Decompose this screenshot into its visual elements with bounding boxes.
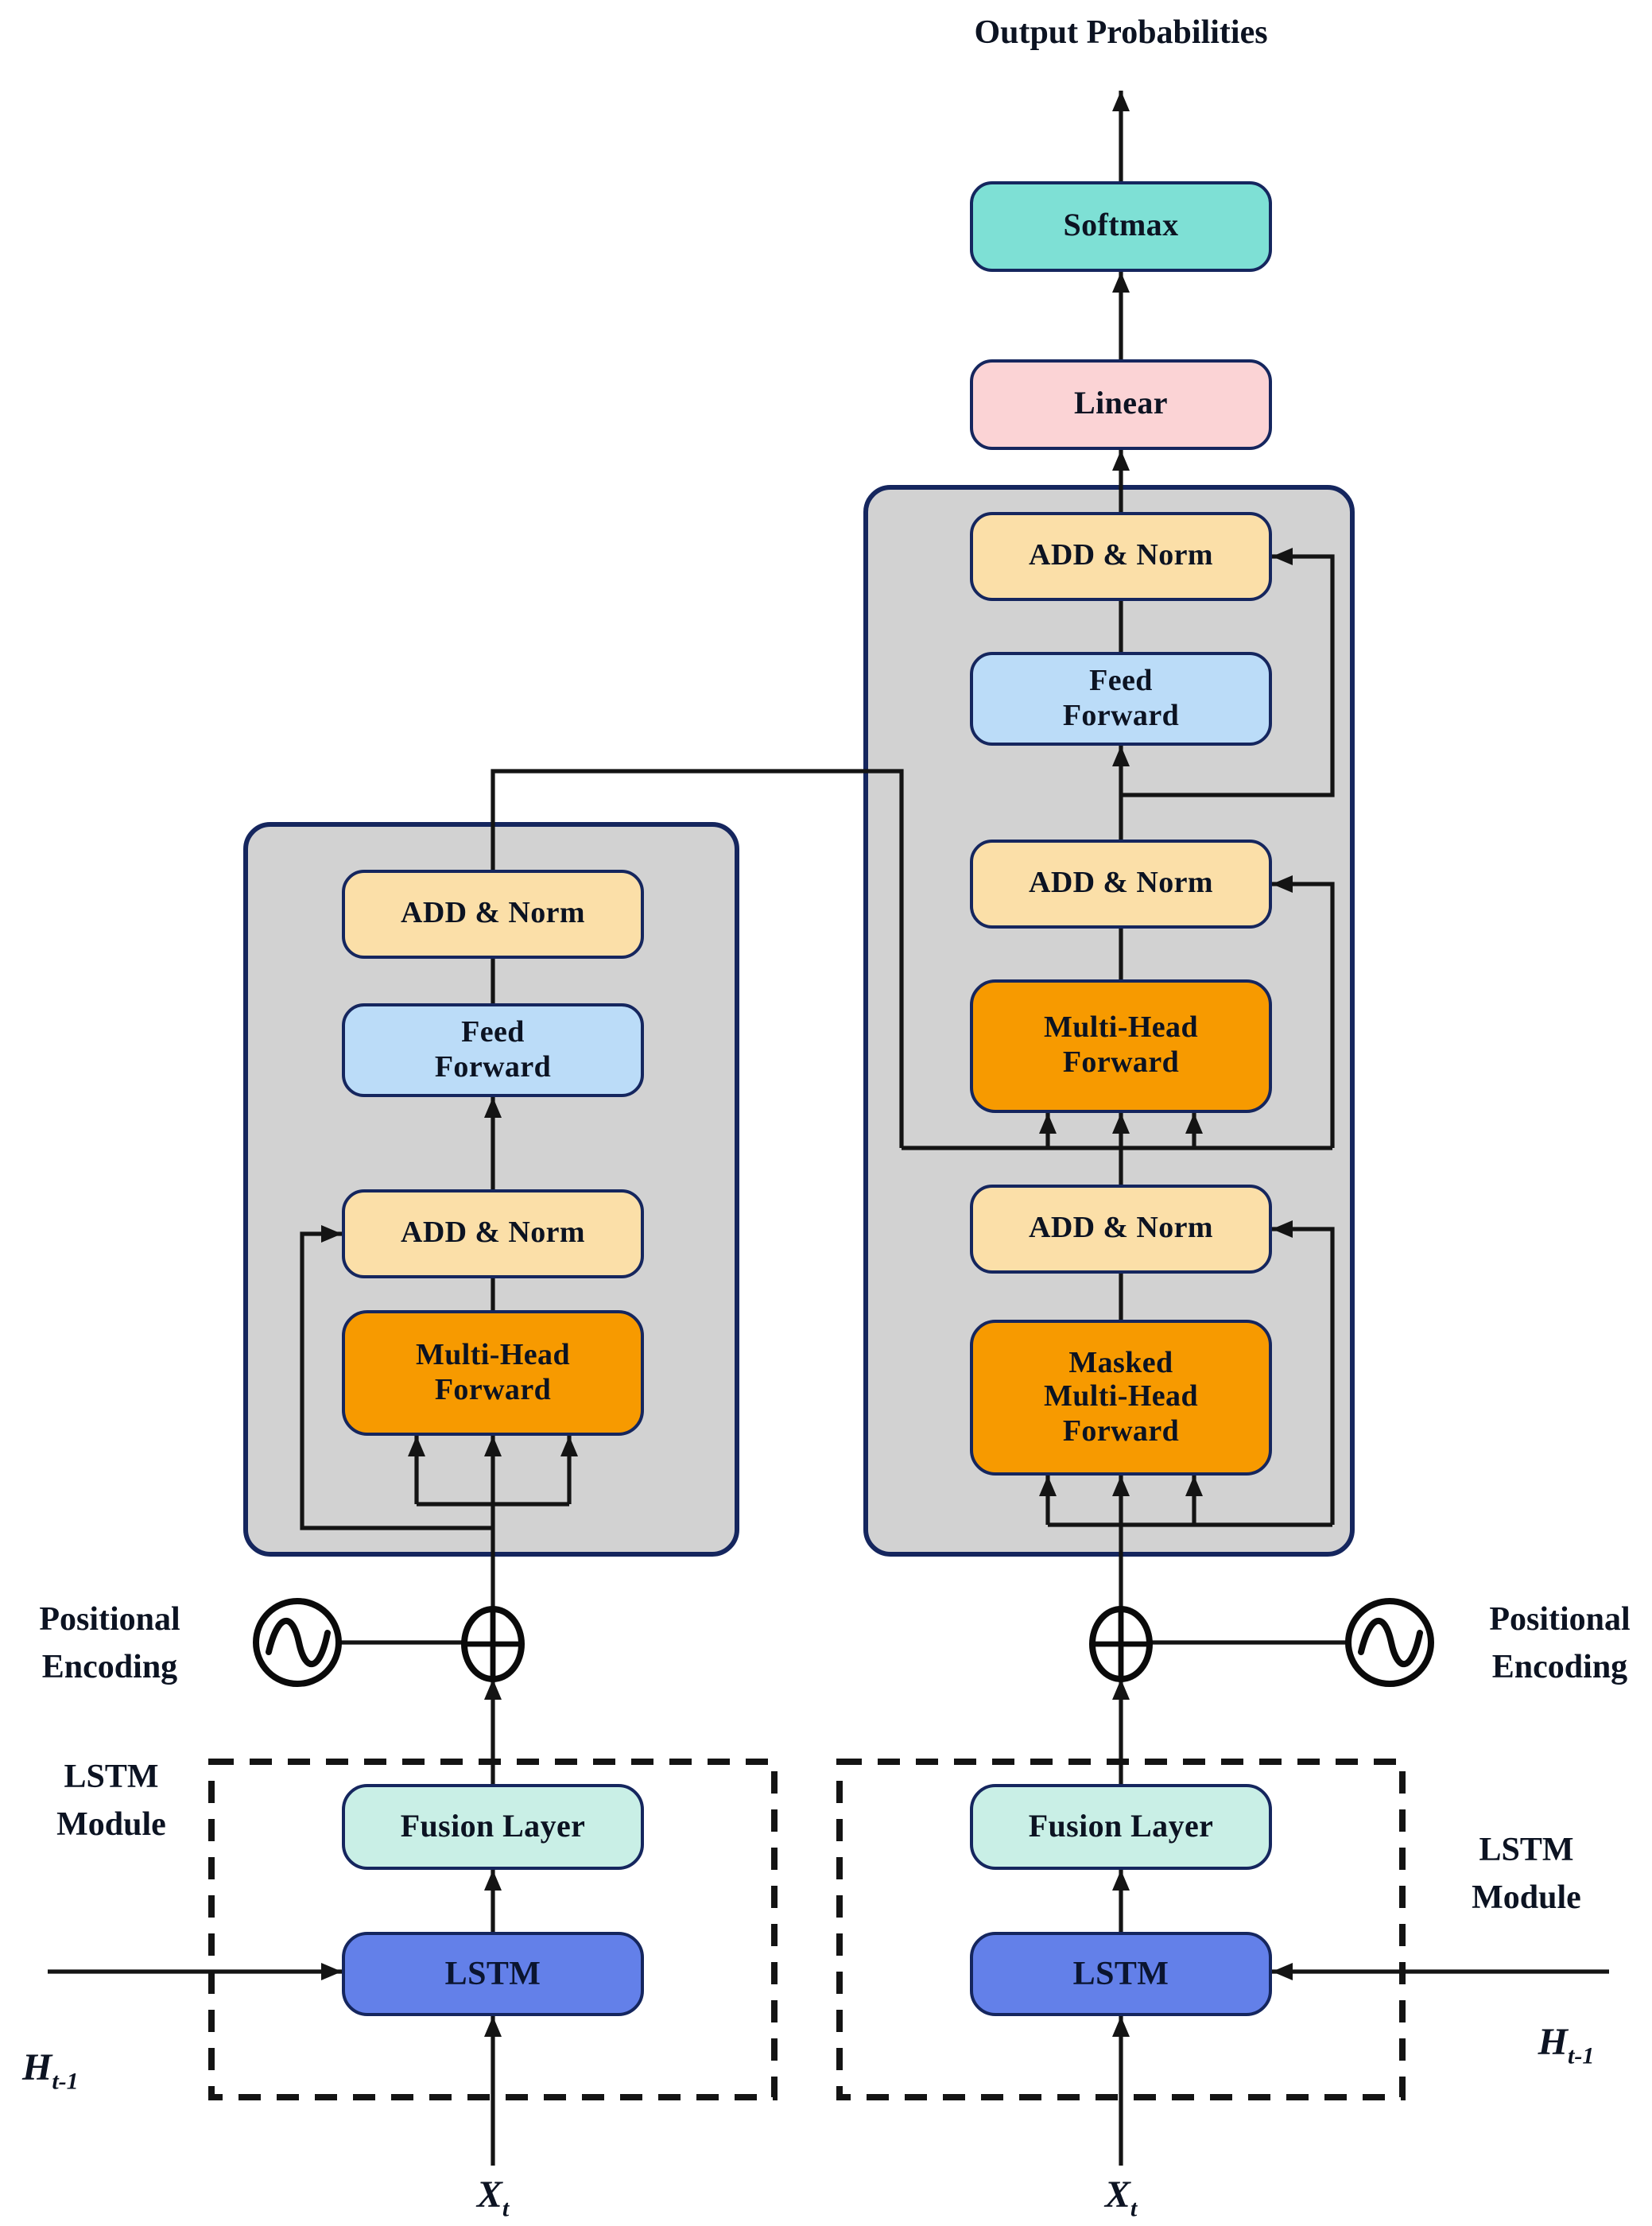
plus-add-icon	[1089, 1606, 1153, 1682]
linear-box: Linear	[970, 359, 1272, 450]
lstm-module-label-right: LSTM Module	[1472, 1830, 1581, 1917]
encoder-input-trident	[408, 1436, 578, 1609]
input-label-right: Xt	[1104, 2175, 1138, 2223]
input-label-left: Xt	[476, 2175, 510, 2223]
decoder-residual-1	[1121, 548, 1335, 797]
positional-sum-connectors	[339, 1640, 1348, 1784]
encoder-add-norm-bottom: ADD & Norm	[342, 1189, 644, 1278]
encoder-residual-left	[300, 1225, 493, 1530]
positional-encoding-label-right: Positional Encoding	[1489, 1600, 1631, 1686]
fusion-layer-right: Fusion Layer	[970, 1784, 1272, 1870]
output-probabilities-label: Output Probabilities	[974, 13, 1268, 51]
plus-add-icon	[461, 1606, 525, 1682]
decoder-multi-head-forward: Multi-Head Forward	[970, 979, 1272, 1113]
decoder-masked-multi-head-forward: Masked Multi-Head Forward	[970, 1320, 1272, 1476]
encoder-add-norm-top: ADD & Norm	[342, 870, 644, 959]
positional-encoding-label-left: Positional Encoding	[39, 1600, 180, 1686]
decoder-add-norm-top: ADD & Norm	[970, 512, 1272, 601]
sine-wave-icon	[1345, 1598, 1434, 1687]
lstm-to-fusion-arrows	[484, 1870, 1130, 1932]
lstm-box-left: LSTM	[342, 1932, 644, 2016]
encoder-feed-forward: Feed Forward	[342, 1003, 644, 1097]
lstm-module-label-left: LSTM Module	[56, 1757, 166, 1844]
encoder-multi-head-forward: Multi-Head Forward	[342, 1310, 644, 1436]
decoder-add-norm-bottom: ADD & Norm	[970, 1185, 1272, 1274]
decoder-masked-trident	[1039, 1476, 1332, 1609]
decoder-residual-3	[1272, 1220, 1335, 1525]
hidden-state-label-left: Ht-1	[22, 2048, 79, 2096]
fusion-layer-left: Fusion Layer	[342, 1784, 644, 1870]
decoder-cross-attention-trident	[902, 1113, 1332, 1150]
hidden-state-label-right: Ht-1	[1538, 2022, 1595, 2070]
decoder-feed-forward: Feed Forward	[970, 652, 1272, 746]
sine-wave-icon	[253, 1598, 342, 1687]
encoder-to-decoder-cross-line	[491, 769, 904, 1148]
decoder-add-norm-middle: ADD & Norm	[970, 840, 1272, 929]
softmax-box: Softmax	[970, 181, 1272, 272]
xt-input-arrows	[484, 2016, 1130, 2166]
decoder-residual-2	[1272, 875, 1335, 1148]
lstm-box-right: LSTM	[970, 1932, 1272, 2016]
